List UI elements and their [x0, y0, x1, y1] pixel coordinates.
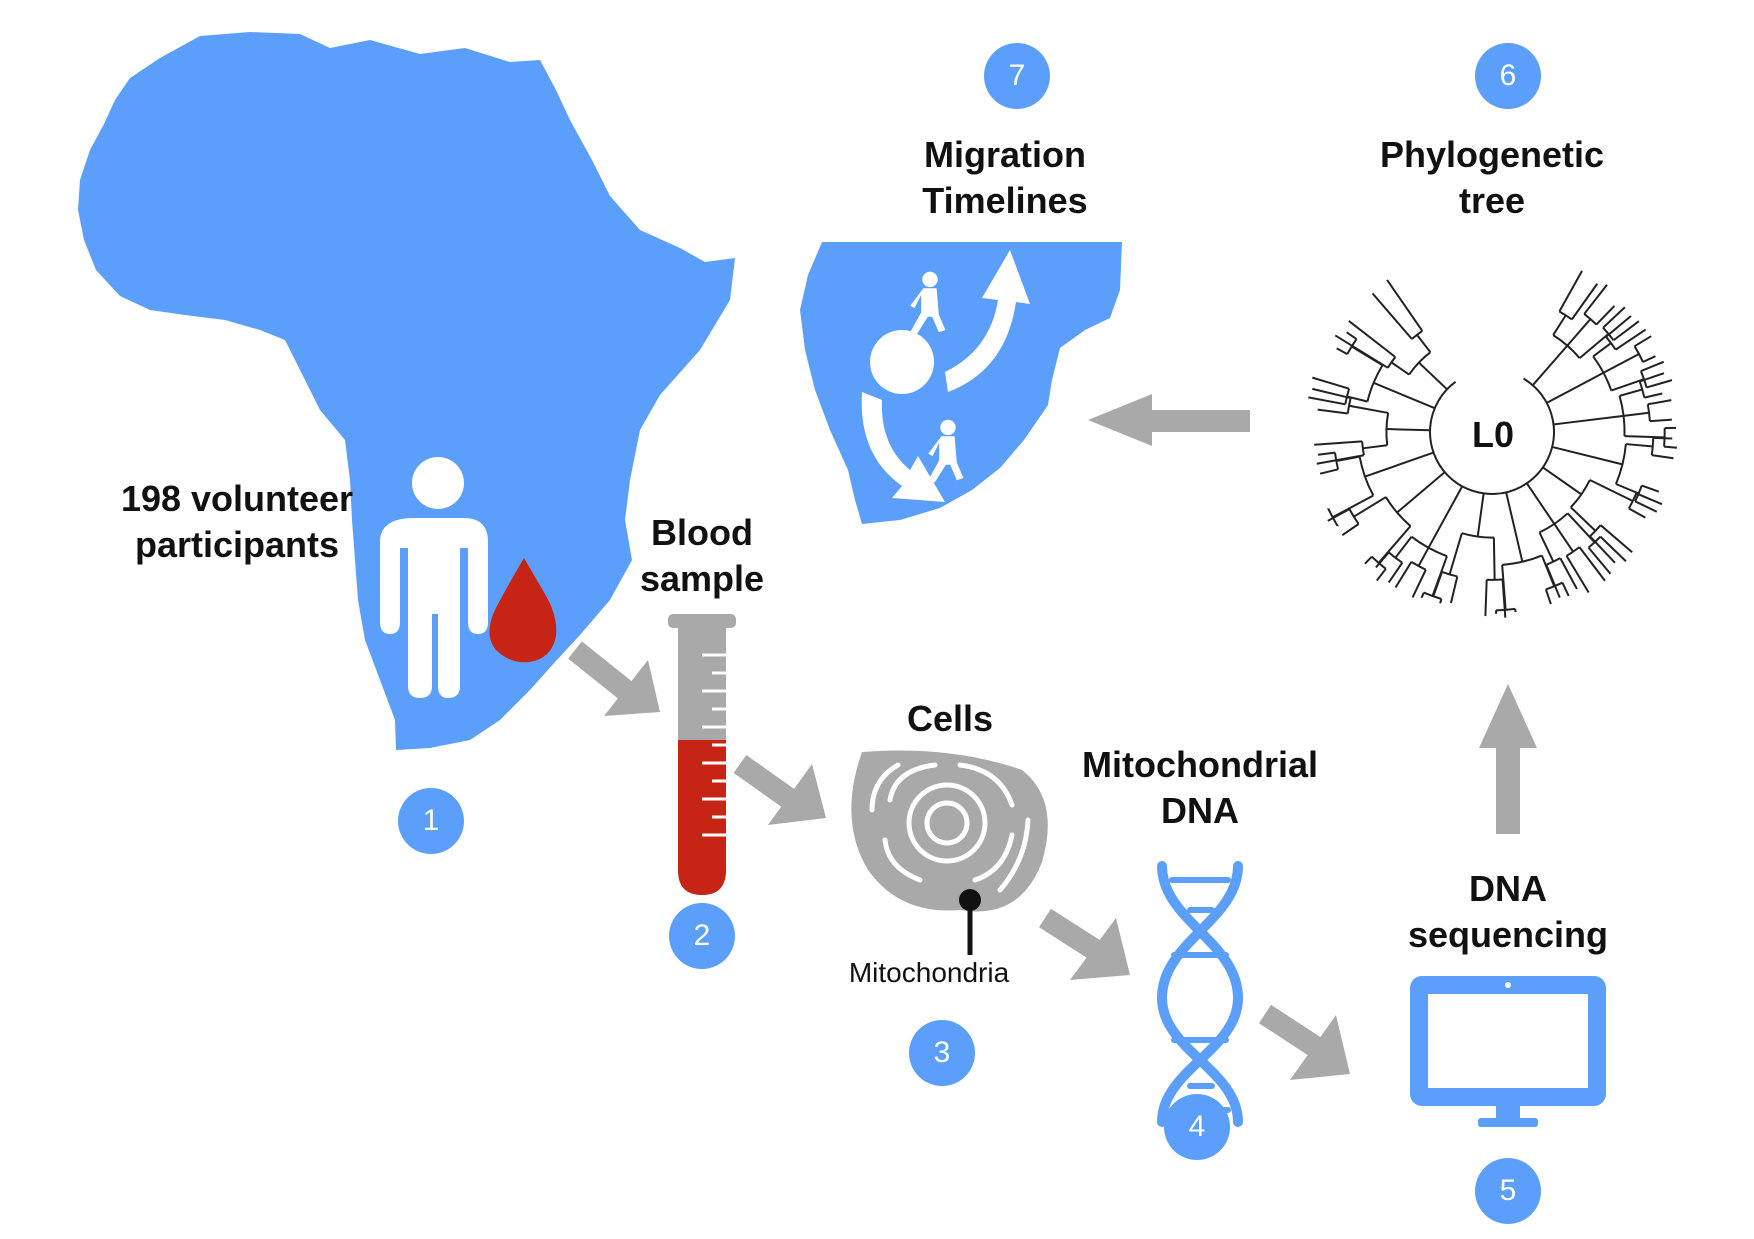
test-tube-icon — [668, 614, 736, 895]
phylogenetic-tree-icon — [1308, 270, 1678, 618]
step-badge-1: 1 — [398, 788, 464, 854]
tree-root-label: L0 — [1472, 414, 1515, 455]
step-badge-4: 4 — [1164, 1094, 1230, 1160]
monitor-icon — [1410, 976, 1606, 1127]
blood-sample-label: Blood sample — [639, 512, 765, 599]
arrow-to-cells — [733, 755, 826, 825]
phylogenetic-tree-label: Phylogenetic tree — [1379, 134, 1605, 221]
dna-sequencing-label: DNA sequencing — [1407, 868, 1609, 955]
africa-map — [78, 32, 735, 750]
blood-drop-icon — [489, 558, 557, 663]
participants-label: 198 volunteer participants — [120, 478, 354, 565]
step-badge-5: 5 — [1475, 1158, 1541, 1224]
cell-icon — [851, 750, 1048, 955]
step-badge-6: 6 — [1475, 43, 1541, 109]
mitochondrial-dna-label: Mitochondrial DNA — [1082, 744, 1318, 831]
curved-arrow-icon — [861, 392, 945, 502]
dna-helix-icon — [1156, 861, 1244, 1127]
arrow-to-dna — [1039, 908, 1130, 980]
curved-arrow-icon — [945, 250, 1030, 392]
arrow-to-migration — [1088, 394, 1250, 446]
arrow-to-sequencing — [1258, 1004, 1350, 1080]
step-badge-3: 3 — [909, 1020, 975, 1086]
migration-timelines-label: Migration Timelines — [922, 134, 1088, 221]
arrow-to-phylogeny — [1479, 684, 1537, 834]
mitochondria-label: Mitochondria — [848, 957, 1010, 988]
arrow-to-blood — [568, 641, 660, 716]
step-badge-7: 7 — [984, 43, 1050, 109]
cells-label: Cells — [906, 698, 994, 739]
migration-origin — [870, 330, 934, 394]
person-icon — [380, 457, 488, 698]
step-badge-2: 2 — [669, 903, 735, 969]
